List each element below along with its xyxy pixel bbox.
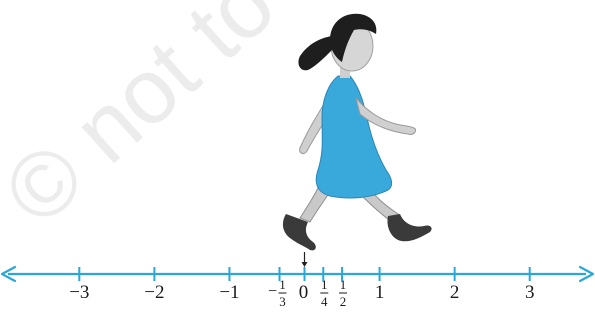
back-shoe xyxy=(282,214,316,251)
front-shoe xyxy=(387,214,432,242)
front-arm xyxy=(355,97,417,135)
tick-label: −3 xyxy=(69,282,89,303)
tick-label: 3 xyxy=(525,282,535,303)
fraction-numerator: 1 xyxy=(340,277,347,292)
marker-head xyxy=(301,262,308,267)
right-arrowhead-icon xyxy=(578,265,595,283)
hair xyxy=(330,13,377,62)
fraction-label: 12 xyxy=(339,277,348,309)
fraction-label: 14 xyxy=(320,277,329,309)
fraction-label: −1 3 xyxy=(268,277,287,309)
fraction-denominator: 3 xyxy=(279,294,286,309)
neck xyxy=(340,66,350,78)
tick-label: 2 xyxy=(450,282,460,303)
tick-label: 1 xyxy=(375,282,385,303)
tick-label-zero: 0 xyxy=(299,282,309,303)
position-marker-arrow-icon xyxy=(301,252,308,267)
fraction-numerator: 1 xyxy=(279,277,286,292)
tick-label: −1 xyxy=(219,282,239,303)
fraction-denominator: 4 xyxy=(321,294,328,309)
ponytail xyxy=(298,36,332,71)
fraction-sign: − xyxy=(268,283,277,300)
left-arrowhead-icon xyxy=(0,265,17,283)
back-leg xyxy=(299,187,331,223)
walking-girl-illustration xyxy=(282,13,432,251)
tick-label: −2 xyxy=(144,282,164,303)
zero-tick-group: 0 xyxy=(299,267,309,303)
dress xyxy=(315,75,393,199)
fraction-numerator: 1 xyxy=(321,277,328,292)
fraction-denominator: 2 xyxy=(340,294,347,309)
